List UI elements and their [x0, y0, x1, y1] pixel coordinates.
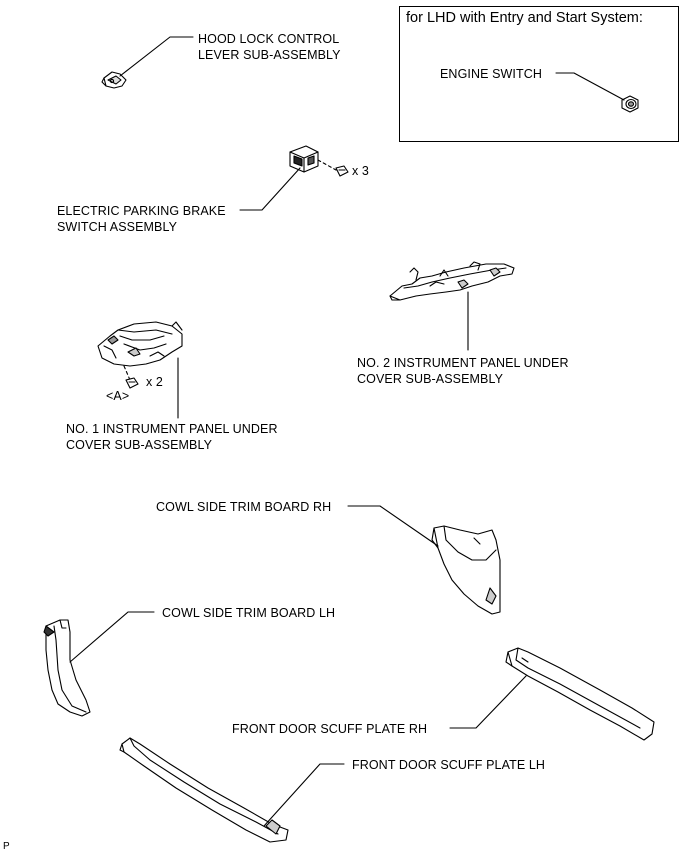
cowl-lh-leader	[69, 611, 155, 663]
no1-panel-part	[97, 321, 183, 367]
no1-label-line1: NO. 1 INSTRUMENT PANEL UNDER	[66, 422, 278, 436]
epb-quantity: x 3	[352, 164, 369, 178]
hood-lock-label-line1: HOOD LOCK CONTROL	[198, 32, 340, 46]
cowl-lh-label: COWL SIDE TRIM BOARD LH	[162, 606, 336, 620]
epb-label-line2: SWITCH ASSEMBLY	[57, 220, 178, 234]
lhd-entry-start-inset: for LHD with Entry and Start System:	[399, 6, 679, 142]
cowl-lh-part	[43, 619, 91, 717]
hood-lock-label-line2: LEVER SUB-ASSEMBLY	[198, 48, 341, 62]
cowl-rh-leader	[347, 505, 439, 547]
cowl-rh-part	[431, 525, 501, 615]
engine-switch-leader	[555, 72, 625, 101]
hood-lock-leader	[119, 36, 194, 77]
epb-leader	[239, 167, 301, 211]
no2-panel-part	[389, 261, 515, 301]
engine-switch-part	[621, 95, 639, 113]
no1-label-line2: COVER SUB-ASSEMBLY	[66, 438, 213, 452]
scuff-rh-leader	[449, 675, 527, 729]
no1-screw-dash	[123, 365, 131, 381]
epb-screw-icon	[335, 165, 349, 177]
inset-title: for LHD with Entry and Start System:	[406, 10, 643, 26]
no1-reference-tag: <A>	[106, 389, 130, 403]
engine-switch-label: ENGINE SWITCH	[440, 67, 542, 81]
no2-label-line2: COVER SUB-ASSEMBLY	[357, 372, 504, 386]
scuff-lh-part	[119, 737, 289, 843]
cowl-rh-label: COWL SIDE TRIM BOARD RH	[156, 500, 332, 514]
epb-switch-part	[289, 145, 319, 173]
epb-screw-dash	[317, 159, 337, 171]
corner-code: P	[3, 841, 10, 852]
scuff-rh-part	[505, 647, 655, 741]
no2-label-line1: NO. 2 INSTRUMENT PANEL UNDER	[357, 356, 569, 370]
epb-label-line1: ELECTRIC PARKING BRAKE	[57, 204, 226, 218]
scuff-lh-label: FRONT DOOR SCUFF PLATE LH	[352, 758, 546, 772]
scuff-rh-label: FRONT DOOR SCUFF PLATE RH	[232, 722, 428, 736]
scuff-lh-leader	[263, 763, 345, 827]
no1-quantity: x 2	[146, 375, 163, 389]
no1-screw-icon	[125, 377, 139, 389]
